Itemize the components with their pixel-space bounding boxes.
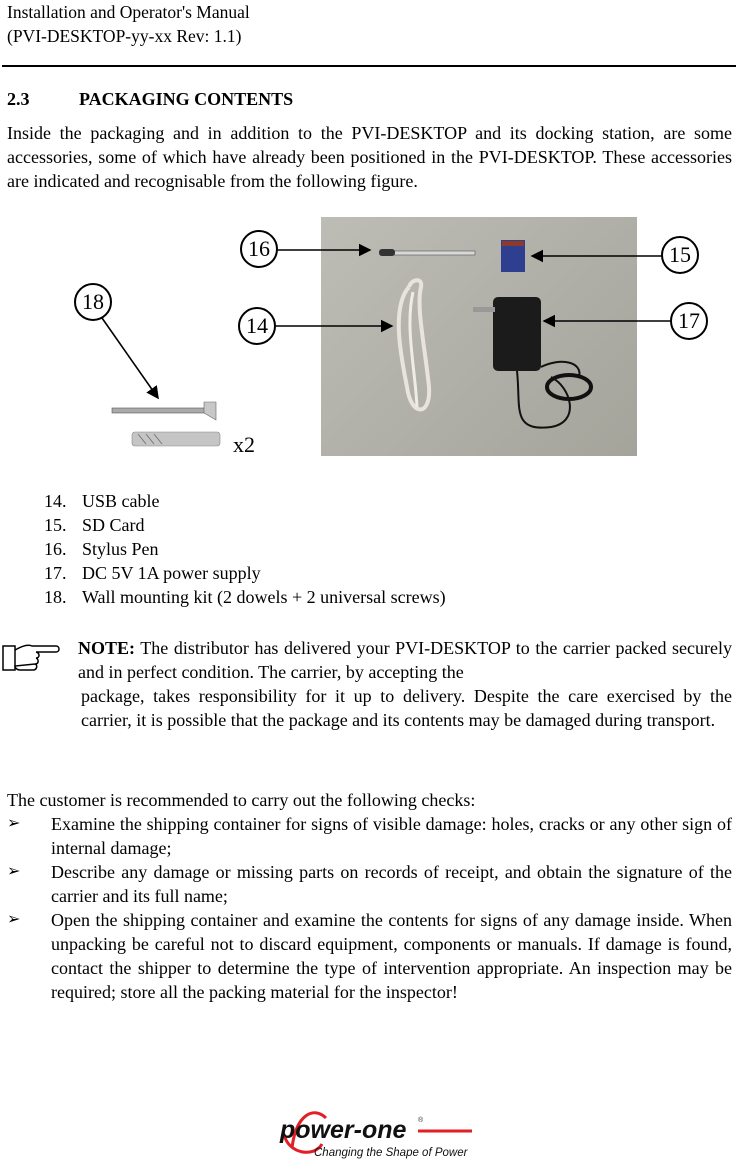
section-heading: 2.3 PACKAGING CONTENTS (7, 87, 293, 111)
brand-tagline: Changing the Shape of Power (314, 1147, 469, 1159)
callout-16: 16 (240, 230, 278, 268)
note-label: NOTE: (78, 638, 136, 658)
list-item: 17.DC 5V 1A power supply (44, 563, 261, 583)
checks-list: ➢Examine the shipping container for sign… (7, 812, 732, 1004)
document-header: Installation and Operator's Manual (PVI-… (7, 0, 250, 48)
list-item: 14.USB cable (44, 491, 160, 511)
callout-arrows (101, 243, 670, 400)
note-box: NOTE: The distributor has delivered your… (78, 636, 732, 732)
list-item: ➢Describe any damage or missing parts on… (7, 862, 732, 906)
list-item: ➢Examine the shipping container for sign… (7, 814, 732, 858)
section-number: 2.3 (7, 89, 30, 109)
callout-14: 14 (238, 307, 276, 345)
power-one-logo: power-one ® Changing the Shape of Power (274, 1104, 474, 1160)
section-title: PACKAGING CONTENTS (79, 89, 294, 109)
callout-15: 15 (661, 236, 699, 274)
list-item: 16.Stylus Pen (44, 539, 159, 559)
note-text-continued: package, takes responsibility for it up … (81, 686, 732, 730)
note-text: The distributor has delivered your PVI-D… (78, 638, 732, 682)
arrow-bullet-icon: ➢ (7, 911, 21, 928)
svg-text:®: ® (418, 1116, 424, 1124)
callout-18: 18 (74, 283, 112, 321)
arrow-bullet-icon: ➢ (7, 815, 21, 832)
list-item: ➢Open the shipping container and examine… (7, 910, 732, 1002)
list-item: 18.Wall mounting kit (2 dowels + 2 unive… (44, 587, 446, 607)
header-rule (2, 65, 736, 67)
header-revision: (PVI-DESKTOP-yy-xx Rev: 1.1) (7, 26, 242, 46)
arrow-bullet-icon: ➢ (7, 863, 21, 880)
checks-intro: The customer is recommended to carry out… (7, 790, 476, 810)
intro-paragraph: Inside the packaging and in addition to … (7, 123, 732, 191)
wall-mounting-kit-image (111, 401, 221, 447)
quantity-label: x2 (233, 432, 255, 457)
header-title: Installation and Operator's Manual (7, 2, 250, 22)
brand-name: power-one (279, 1116, 406, 1144)
accessories-photo (321, 217, 637, 456)
pointing-hand-icon (2, 644, 60, 671)
list-item: 15.SD Card (44, 515, 145, 535)
accessories-list: 14.USB cable 15.SD Card 16.Stylus Pen 17… (44, 489, 446, 609)
callout-17: 17 (670, 302, 708, 340)
